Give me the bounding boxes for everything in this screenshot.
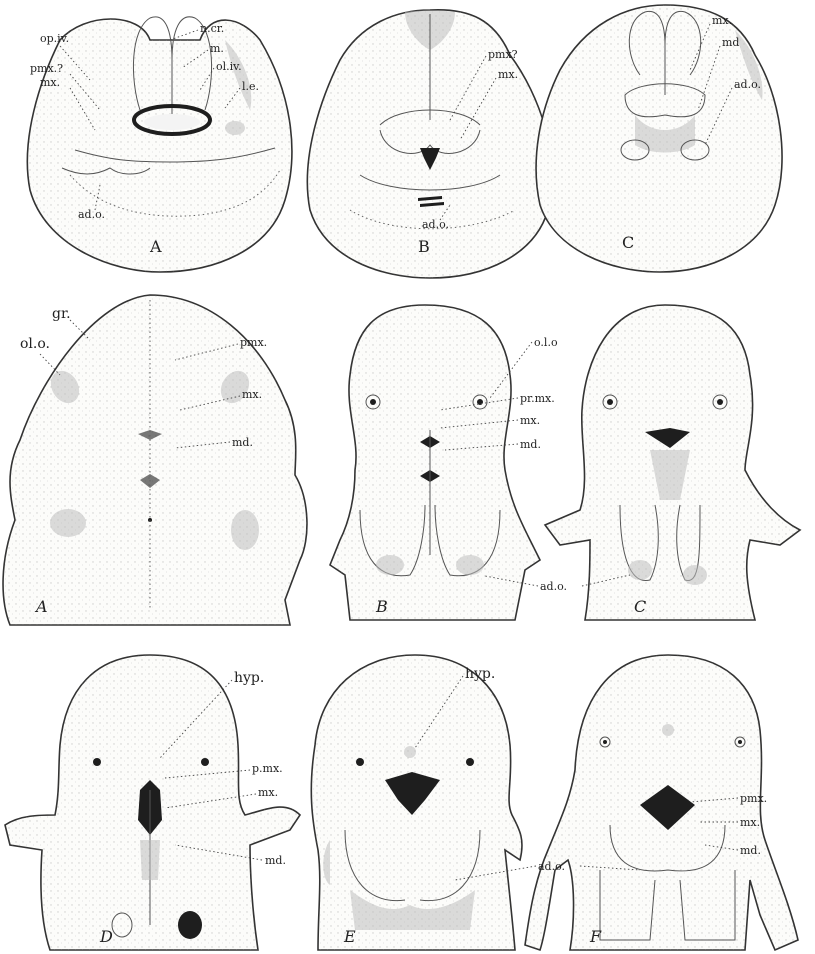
label-ad-o-F: ad.o.	[538, 860, 565, 873]
label-mx-C: mx.	[712, 14, 732, 27]
label-ad-o-B: ad.o.	[422, 218, 449, 231]
label-p-mx-D: p.mx.	[252, 762, 283, 775]
label-pmx-2A: pmx.	[240, 336, 267, 349]
caption-row2-B: B	[375, 597, 388, 616]
label-gr: gr.	[52, 306, 71, 322]
label-ad-o-2C: ad.o.	[540, 580, 567, 593]
label-n-cr: n.cr.	[200, 22, 224, 35]
fig-row1-A	[27, 17, 292, 272]
label-l-e: l.e.	[242, 80, 259, 93]
label-ol-o-2B: o.l.o	[534, 336, 558, 349]
label-mx-B: mx.	[498, 68, 518, 81]
label-md-F: md.	[740, 844, 761, 857]
label-mx-2A: mx.	[242, 388, 262, 401]
caption-row3-D: D	[99, 927, 113, 946]
caption-row2-C: C	[634, 597, 646, 616]
label-pmx-F: pmx.	[740, 792, 767, 805]
fig-row3-D	[5, 655, 300, 950]
label-mx-D: mx.	[258, 786, 278, 799]
label-md-2B: md.	[520, 438, 541, 451]
fig-row2-B	[330, 305, 540, 620]
caption-row3-F: F	[589, 927, 602, 946]
label-ol-o: ol.o.	[20, 336, 50, 352]
label-mx-F: mx.	[740, 816, 760, 829]
label-mx-2B: mx.	[520, 414, 540, 427]
label-hyp-E: hyp.	[465, 666, 495, 682]
label-md-C: md	[722, 36, 739, 49]
fig-row2-C	[545, 305, 800, 620]
label-hyp-D: hyp.	[234, 670, 264, 686]
fig-row1-C	[536, 5, 782, 272]
caption-row3-E: E	[343, 927, 356, 946]
label-mx: mx.	[40, 76, 60, 89]
label-m: m.	[210, 42, 224, 55]
label-op-iv: op.iv.	[40, 32, 69, 45]
caption-row1-C: C	[622, 233, 634, 252]
label-md-2A: md.	[232, 436, 253, 449]
label-ad-o: ad.o.	[78, 208, 105, 221]
caption-row2-A: A	[34, 597, 48, 616]
caption-row1-A: A	[149, 237, 162, 256]
label-md-D: md.	[265, 854, 286, 867]
label-pmx: pmx.?	[30, 62, 63, 75]
caption-row1-B: B	[418, 237, 430, 256]
label-ad-o-C: ad.o.	[734, 78, 761, 91]
label-pr-mx: pr.mx.	[520, 392, 555, 405]
label-pmx-B: pmx?	[488, 48, 518, 61]
label-ol-iv: ol.iv.	[216, 60, 242, 73]
fig-row3-E	[311, 655, 522, 950]
